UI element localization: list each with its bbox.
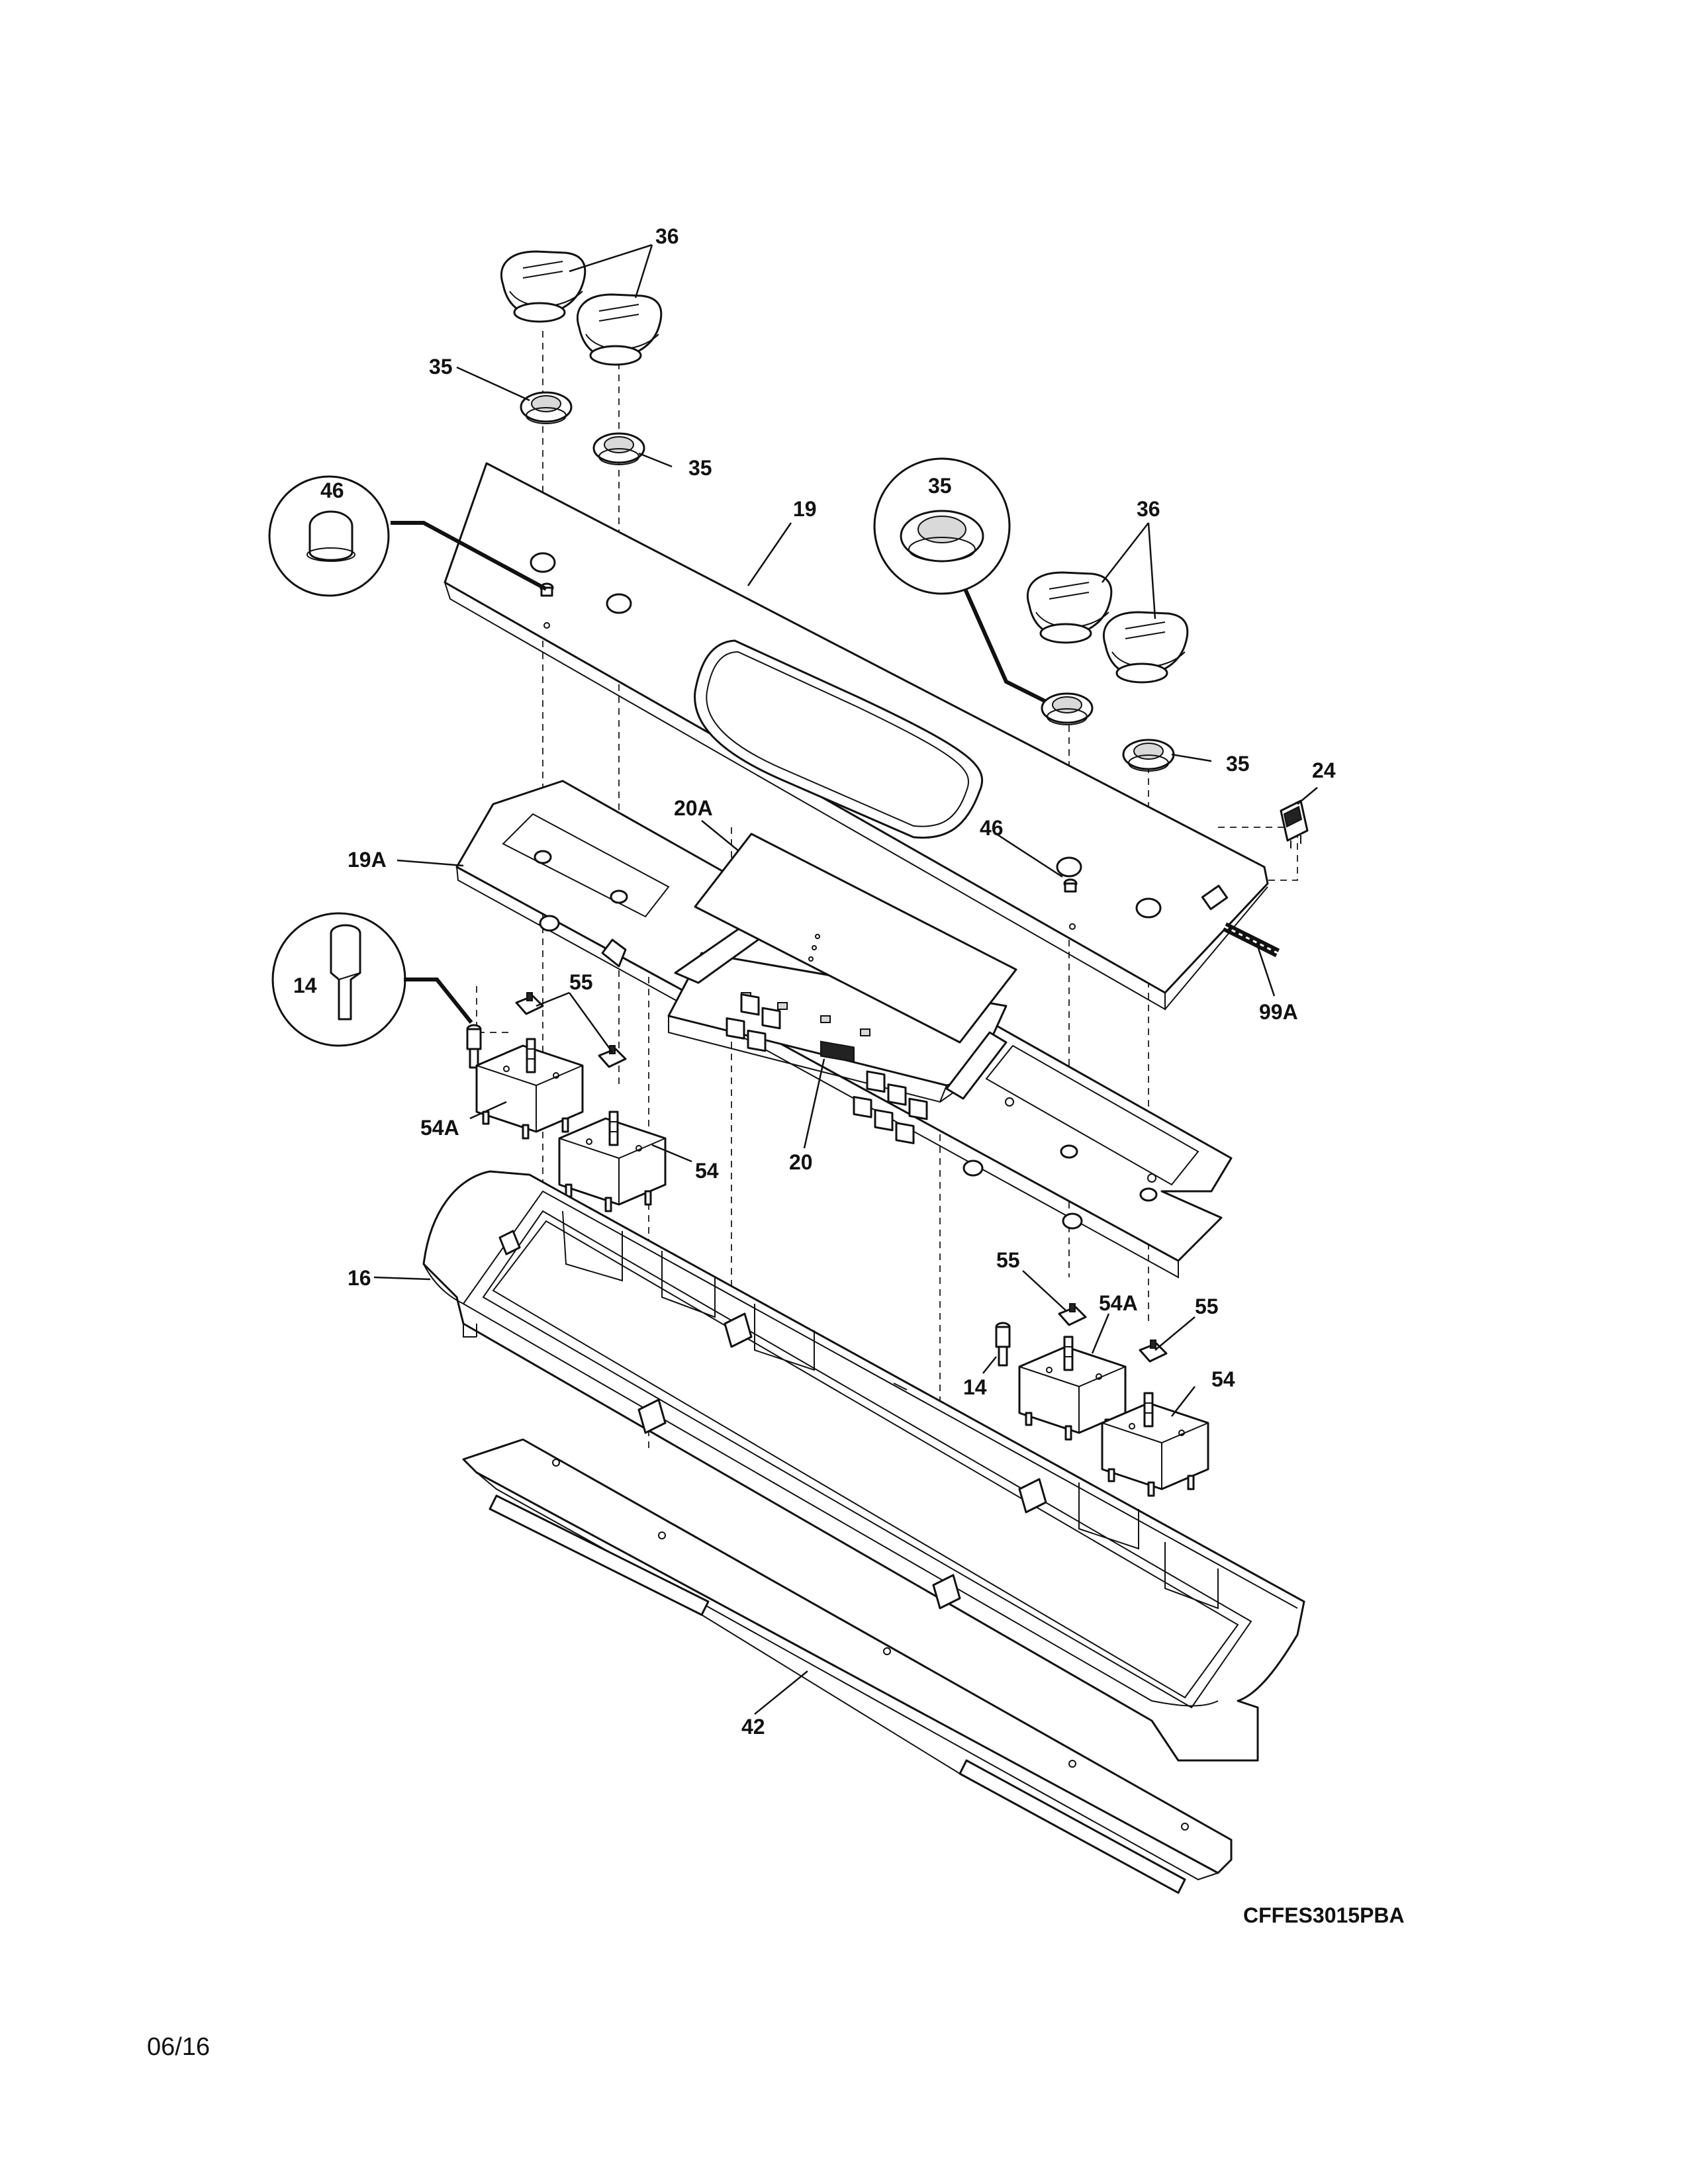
switch-54-right <box>1101 1392 1209 1497</box>
bezel-35-left-a <box>520 391 573 424</box>
label-35-left-b: 35 <box>688 456 712 480</box>
wire-harness-99a <box>1222 922 1280 958</box>
touch-overlay-20a <box>694 833 1017 1144</box>
label-20: 20 <box>789 1150 813 1174</box>
label-99a: 99A <box>1259 1000 1298 1024</box>
callout-14 <box>271 912 473 1047</box>
label-54-right: 54 <box>1211 1367 1235 1391</box>
callout-35 <box>873 457 1060 710</box>
mounting-bracket-42 <box>462 1438 1233 1894</box>
label-36-left: 36 <box>655 224 679 248</box>
knob-36-right-a <box>1027 571 1113 644</box>
bezel-35-right-b <box>1122 739 1175 772</box>
control-panel-19 <box>444 462 1269 1011</box>
switch-54a-left <box>475 1038 584 1140</box>
switch-54-left <box>558 1111 667 1212</box>
label-36-right: 36 <box>1137 497 1160 521</box>
backguard-housing-16 <box>422 1170 1305 1762</box>
label-24: 24 <box>1312 758 1336 782</box>
leader-lines <box>373 244 1318 1715</box>
label-19a: 19A <box>348 848 387 872</box>
bezel-35-right-a <box>1041 692 1094 725</box>
label-35-left-a: 35 <box>429 355 453 379</box>
label-55-right-a: 55 <box>996 1248 1020 1272</box>
part-labels: 36 35 35 46 19 35 36 35 24 20A 46 19A 14… <box>293 224 1336 1739</box>
label-55-right-b: 55 <box>1195 1295 1219 1318</box>
knob-36-right-b <box>1103 611 1189 684</box>
clip-55-left-b <box>598 1045 627 1068</box>
knob-36-left-b <box>577 293 663 366</box>
date-code: 06/16 <box>147 2033 210 2061</box>
label-35-callout: 35 <box>928 474 952 498</box>
callout-46 <box>268 475 547 597</box>
label-19: 19 <box>793 497 817 521</box>
label-35-right: 35 <box>1226 752 1250 776</box>
model-code: CFFES3015PBA <box>1243 1903 1405 1927</box>
label-54-left: 54 <box>695 1159 719 1183</box>
indicator-light-14-left <box>466 1024 482 1069</box>
clip-55-left-a <box>515 992 544 1015</box>
label-16: 16 <box>348 1266 371 1290</box>
label-54a-left: 54A <box>420 1116 459 1140</box>
label-14-right: 14 <box>963 1375 987 1399</box>
label-42: 42 <box>741 1715 765 1739</box>
label-46-callout: 46 <box>320 478 344 502</box>
knob-36-left-a <box>500 250 586 323</box>
rocker-switch-24 <box>1280 799 1309 848</box>
label-54a-right: 54A <box>1099 1291 1138 1315</box>
indicator-light-14-right <box>995 1322 1011 1367</box>
label-20a: 20A <box>674 796 713 820</box>
bezel-35-left-b <box>592 432 645 465</box>
label-55-left: 55 <box>569 970 593 994</box>
grommet-46-right <box>1063 878 1078 893</box>
clip-55-right-b <box>1139 1340 1168 1363</box>
label-14-callout: 14 <box>293 974 317 997</box>
label-46-panel: 46 <box>980 816 1004 840</box>
clip-55-right-a <box>1058 1303 1087 1326</box>
